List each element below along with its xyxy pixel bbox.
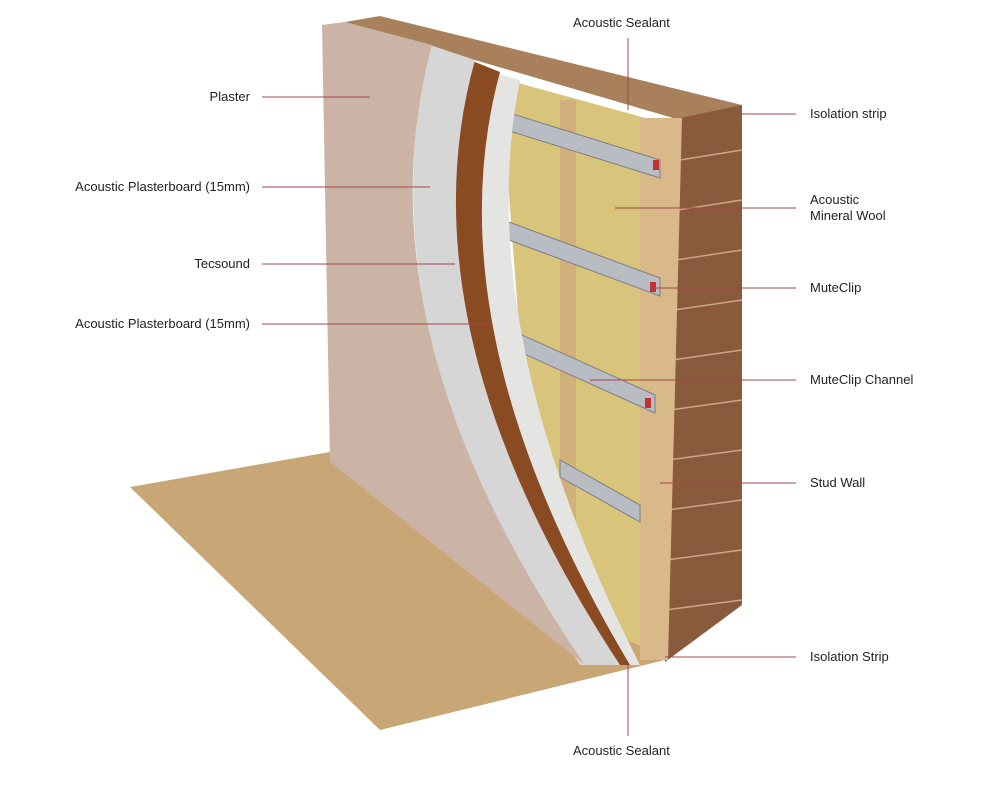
- plasterboard-2: [479, 72, 640, 665]
- muteclips: [645, 160, 659, 408]
- label-acoustic-sealant-bottom: Acoustic Sealant: [573, 743, 670, 758]
- label-isolation-strip-top: Isolation strip: [810, 106, 887, 121]
- label-stud-wall: Stud Wall: [810, 475, 866, 490]
- label-muteclip-channel: MuteClip Channel: [810, 372, 914, 387]
- label-acoustic-plasterboard-1: Acoustic Plasterboard (15mm): [75, 179, 250, 194]
- brick-wall: [665, 105, 742, 662]
- plaster: [322, 22, 585, 665]
- label-muteclip: MuteClip: [810, 280, 862, 295]
- label-isolation-strip-bottom: Isolation Strip: [810, 649, 889, 664]
- label-tecsound: Tecsound: [194, 256, 250, 271]
- label-acoustic: Acoustic: [810, 192, 860, 207]
- brick-top: [345, 16, 742, 120]
- floor-osb: [130, 452, 665, 730]
- leader-lines: [262, 38, 796, 736]
- label-plaster: Plaster: [209, 89, 250, 104]
- plasterboard-1: [413, 45, 620, 665]
- brick-mortar: [664, 149, 743, 611]
- label-acoustic-plasterboard-2: Acoustic Plasterboard (15mm): [75, 316, 250, 331]
- label-acoustic-sealant-top: Acoustic Sealant: [573, 15, 670, 30]
- label-mineral-wool: Mineral Wool: [810, 208, 886, 223]
- stud-vertical: [560, 100, 576, 570]
- stud-wall-timber: [640, 118, 682, 660]
- tecsound: [454, 60, 630, 665]
